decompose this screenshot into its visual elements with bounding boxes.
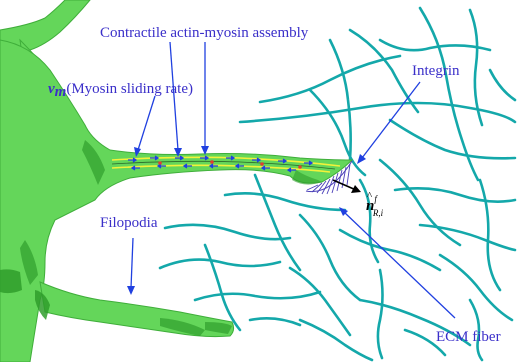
- filopodia-label: Filopodia: [100, 215, 158, 231]
- ecm-fiber: [250, 318, 300, 325]
- assembly-leader-arrow: [201, 42, 209, 155]
- cell-shade: [0, 269, 22, 293]
- ecm-fiber: [480, 180, 500, 290]
- ecm-fiber: [300, 215, 360, 300]
- ecm-fiber-label: ECM fiber: [436, 329, 501, 345]
- ecm-fiber: [160, 260, 280, 268]
- myosin-node: [260, 162, 264, 166]
- ecm-fiber: [340, 230, 440, 270]
- ecm-fiber: [255, 175, 300, 270]
- myosin-text: (Myosin sliding rate): [66, 81, 193, 97]
- myosin-node: [158, 161, 162, 165]
- myosin-leader-arrow: [134, 96, 155, 157]
- myosin-node: [298, 165, 302, 169]
- cell-body: [0, 0, 352, 362]
- filopodia-leader-arrow: [127, 238, 135, 295]
- ecm-fiber: [330, 40, 351, 160]
- ecm-fiber: [378, 270, 383, 358]
- ecm-fiber: [240, 103, 515, 122]
- assembly-leader-arrow: [170, 42, 182, 157]
- ecm-fiber: [390, 120, 515, 158]
- ecm-fiber: [380, 40, 490, 50]
- normal-subscript: R,i: [372, 208, 384, 218]
- ecm-fiber: [420, 225, 515, 250]
- ecm-fiber: [225, 193, 345, 210]
- ecm-fiber-network: [160, 8, 515, 360]
- myosin-symbol-sub: m: [55, 84, 67, 100]
- ecm-leader-arrow: [339, 207, 455, 318]
- filopodium: [40, 282, 234, 337]
- ecm-fiber: [420, 8, 478, 180]
- ecm-fiber: [205, 245, 240, 330]
- ecm-fiber: [300, 320, 372, 360]
- assembly-label: Contractile actin-myosin assembly: [100, 25, 309, 41]
- myosin-node: [210, 160, 214, 164]
- integrin-leader-arrow: [357, 82, 420, 164]
- myosin-label: vm(Myosin sliding rate): [48, 81, 193, 100]
- ecm-fiber: [490, 70, 515, 100]
- ecm-fiber: [380, 160, 460, 245]
- normal-superscript: f: [374, 194, 378, 204]
- normal-hat: ^: [367, 190, 373, 202]
- integrin-label: Integrin: [412, 63, 460, 79]
- ecm-fiber: [260, 56, 400, 102]
- ecm-fiber: [165, 225, 290, 239]
- ecm-fiber: [195, 292, 320, 300]
